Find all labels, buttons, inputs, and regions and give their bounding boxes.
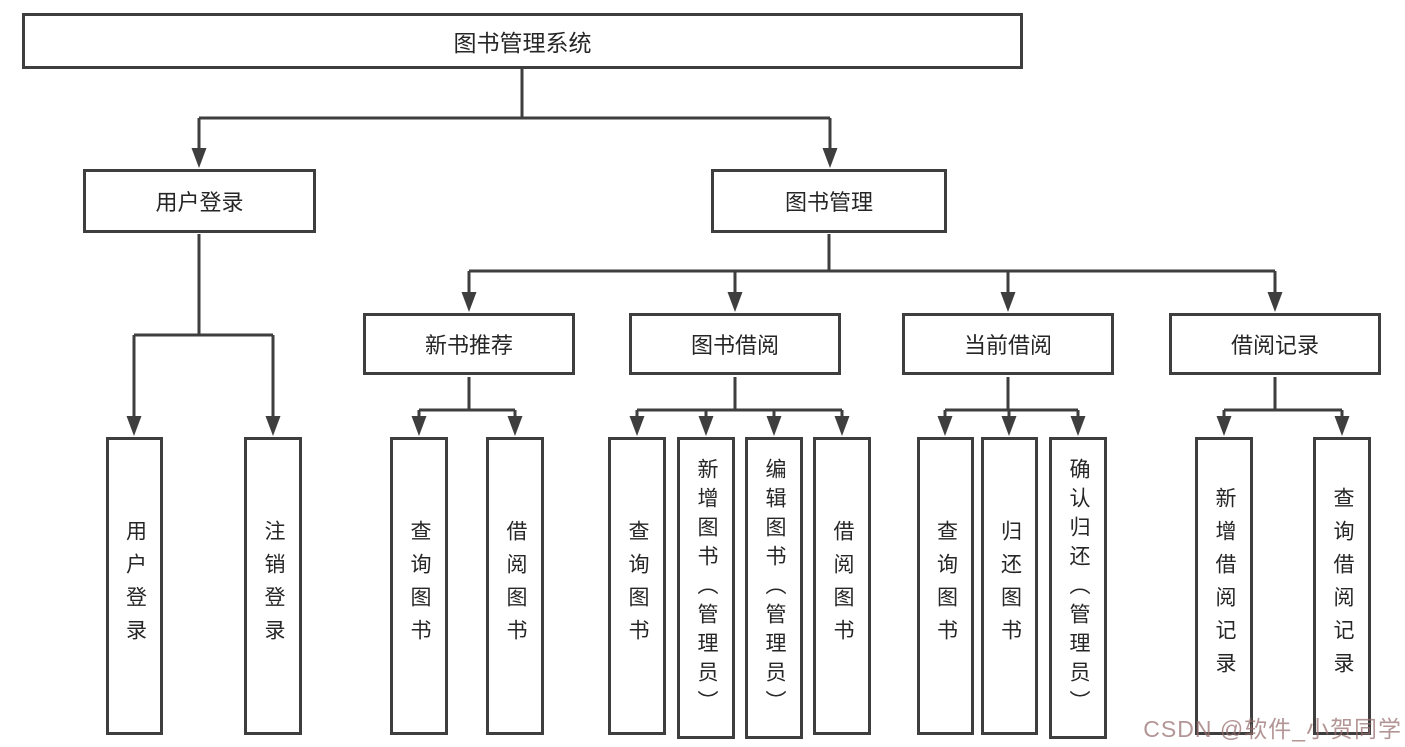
node-user-login-label: 用户登录 bbox=[155, 190, 244, 215]
node-new-book-recommend: 新书推荐 bbox=[363, 313, 575, 375]
leaf-cb-return-books: 归还图书 bbox=[981, 437, 1038, 735]
arrowheads bbox=[126, 148, 1350, 436]
node-book-borrowing-label: 图书借阅 bbox=[690, 333, 779, 358]
leaf-cb-query-books: 查询图书 bbox=[917, 437, 974, 735]
node-book-management-label: 图书管理 bbox=[784, 190, 873, 215]
leaf-cb-confirm-return-admin-label: 确认归还（管理员） bbox=[1067, 457, 1090, 719]
leaf-nbr-query-books-label: 查询图书 bbox=[408, 520, 431, 652]
leaf-bb-add-books-admin: 新增图书（管理员） bbox=[677, 437, 735, 739]
node-current-borrowing: 当前借阅 bbox=[902, 313, 1114, 375]
leaf-cb-query-books-label: 查询图书 bbox=[934, 520, 958, 652]
leaf-bb-borrow-books: 借阅图书 bbox=[813, 437, 871, 735]
node-current-borrowing-label: 当前借阅 bbox=[963, 333, 1052, 358]
leaf-br-query-record: 查询借阅记录 bbox=[1313, 437, 1371, 735]
leaf-nbr-query-books: 查询图书 bbox=[390, 437, 448, 735]
node-user-login: 用户登录 bbox=[83, 169, 316, 233]
leaf-cb-confirm-return-admin: 确认归还（管理员） bbox=[1049, 437, 1107, 739]
leaf-logout: 注销登录 bbox=[244, 437, 302, 735]
leaf-br-add-record-label: 新增借阅记录 bbox=[1213, 487, 1236, 685]
leaf-logout-label: 注销登录 bbox=[262, 520, 285, 652]
leaf-bb-query-books-label: 查询图书 bbox=[626, 520, 649, 652]
leaf-cb-return-books-label: 归还图书 bbox=[998, 520, 1022, 652]
node-root: 图书管理系统 bbox=[22, 13, 1023, 69]
node-book-management: 图书管理 bbox=[711, 169, 947, 233]
leaf-nbr-borrow-books-label: 借阅图书 bbox=[504, 520, 527, 652]
leaf-bb-edit-books-admin: 编辑图书（管理员） bbox=[745, 437, 803, 739]
leaf-bb-query-books: 查询图书 bbox=[608, 437, 666, 735]
leaf-nbr-borrow-books: 借阅图书 bbox=[486, 437, 544, 735]
node-new-book-recommend-label: 新书推荐 bbox=[424, 333, 513, 358]
node-root-label: 图书管理系统 bbox=[453, 30, 592, 56]
leaf-bb-add-books-admin-label: 新增图书（管理员） bbox=[695, 457, 718, 719]
node-borrow-records-label: 借阅记录 bbox=[1230, 333, 1319, 358]
leaf-bb-edit-books-admin-label: 编辑图书（管理员） bbox=[763, 457, 786, 719]
leaf-user-login-label: 用户登录 bbox=[123, 520, 147, 652]
node-book-borrowing: 图书借阅 bbox=[629, 313, 841, 375]
leaf-user-login: 用户登录 bbox=[106, 437, 163, 735]
leaf-br-add-record: 新增借阅记录 bbox=[1195, 437, 1253, 735]
leaf-br-query-record-label: 查询借阅记录 bbox=[1331, 487, 1354, 685]
leaf-bb-borrow-books-label: 借阅图书 bbox=[831, 520, 854, 652]
node-borrow-records: 借阅记录 bbox=[1169, 313, 1381, 375]
